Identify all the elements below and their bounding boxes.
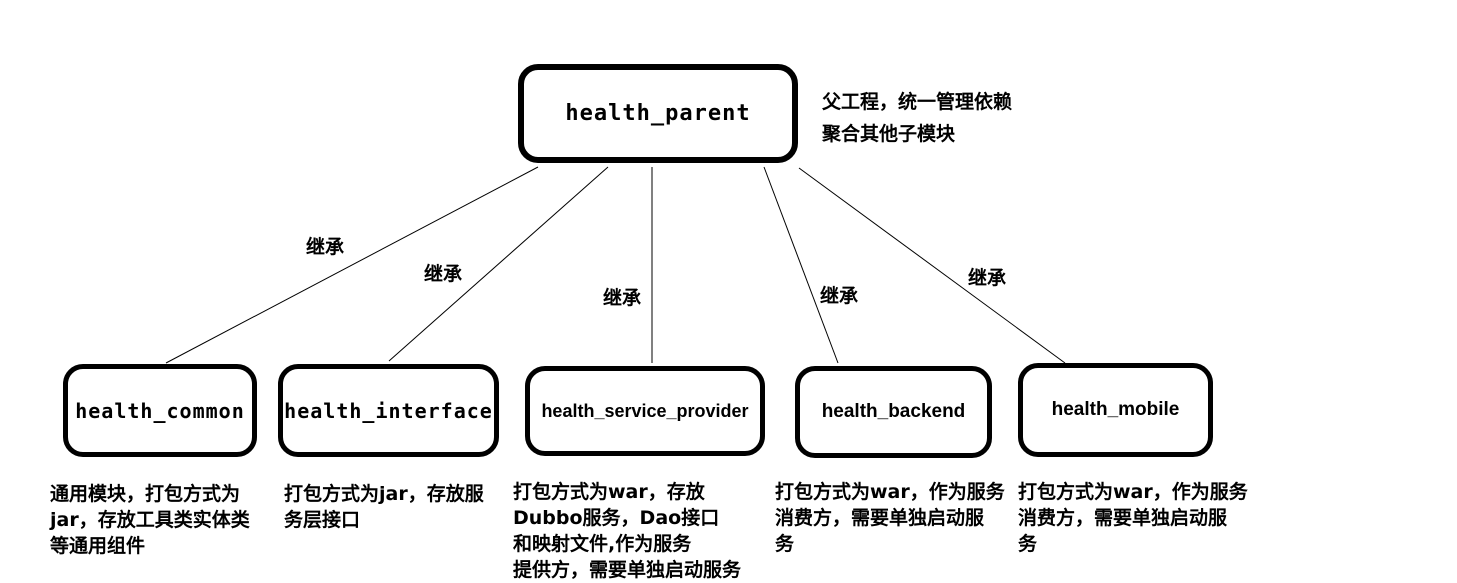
node-backend: health_backend: [795, 366, 992, 458]
node-label-service-provider: health_service_provider: [541, 400, 749, 421]
node-label-mobile: health_mobile: [1051, 399, 1180, 420]
edge-label-common: 继承: [306, 236, 345, 258]
backend-desc: 打包方式为war，作为服务消费方，需要单独启动服务: [775, 479, 1005, 557]
node-common: health_common: [63, 364, 257, 457]
backend-desc-line: 打包方式为war，作为服务: [775, 481, 1005, 503]
edge-label-backend: 继承: [820, 285, 859, 307]
parent-note-line: 父工程，统一管理依赖: [822, 91, 1013, 113]
common-desc: 通用模块，打包方式为 jar，存放工具类实体类等通用组件: [50, 481, 250, 559]
backend-desc-line: 务: [775, 533, 795, 555]
node-label-common: health_common: [75, 398, 245, 423]
mobile-desc-line: 消费方，需要单独启动服: [1018, 507, 1228, 529]
common-desc-line: 通用模块，打包方式为: [50, 483, 241, 505]
node-service-provider: health_service_provider: [525, 366, 765, 456]
service-provider-desc-line: 提供方，需要单独启动服务: [513, 559, 742, 581]
interface-desc-line: 打包方式为jar，存放服: [284, 483, 484, 505]
service-provider-desc-line: Dubbo服务，Dao接口: [513, 507, 720, 529]
node-parent: health_parent: [518, 64, 798, 163]
edge-label-mobile: 继承: [968, 267, 1007, 289]
node-label-parent: health_parent: [565, 101, 751, 126]
mobile-desc-line: 打包方式为war，作为服务: [1018, 481, 1248, 503]
common-desc-line: jar，存放工具类实体类: [50, 509, 250, 531]
node-label-interface: health_interface: [284, 398, 493, 423]
mobile-desc: 打包方式为war，作为服务消费方，需要单独启动服务: [1018, 479, 1248, 557]
edge-line-mobile: [798, 167, 1066, 364]
edge-line-backend: [763, 166, 839, 364]
service-provider-desc: 打包方式为war，存放 Dubbo服务，Dao接口和映射文件,作为服务提供方，需要…: [513, 479, 741, 583]
parent-note: 父工程，统一管理依赖聚合其他子模块: [822, 86, 1012, 150]
edge-label-interface: 继承: [424, 263, 463, 285]
node-mobile: health_mobile: [1018, 363, 1213, 457]
interface-desc-line: 务层接口: [284, 509, 361, 531]
mobile-desc-line: 务: [1018, 533, 1038, 555]
node-interface: health_interface: [278, 364, 499, 457]
edge-label-service-provider: 继承: [603, 287, 642, 309]
backend-desc-line: 消费方，需要单独启动服: [775, 507, 985, 529]
service-provider-desc-line: 打包方式为war，存放: [513, 481, 705, 503]
edge-line-common: [165, 166, 539, 364]
parent-note-line: 聚合其他子模块: [822, 123, 956, 145]
edge-line-interface: [388, 166, 609, 362]
service-provider-desc-line: 和映射文件,作为服务: [513, 533, 692, 555]
node-label-backend: health_backend: [821, 401, 966, 422]
common-desc-line: 等通用组件: [50, 535, 146, 557]
interface-desc: 打包方式为jar，存放服务层接口: [284, 481, 484, 533]
